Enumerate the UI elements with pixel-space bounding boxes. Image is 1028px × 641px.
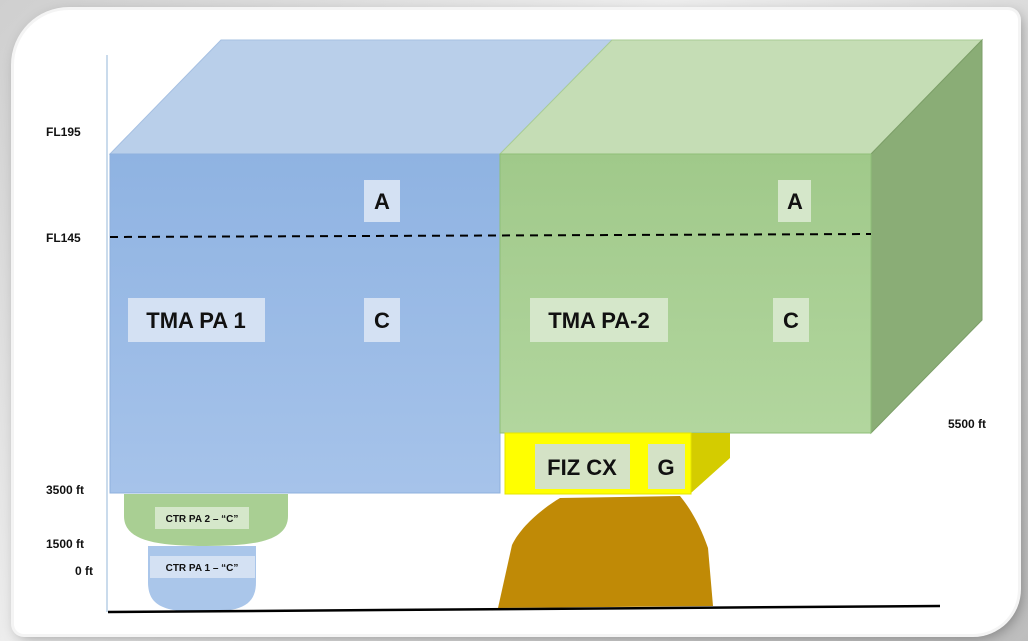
fiz-class: G	[657, 455, 674, 480]
tma2-class-a-bg	[778, 180, 811, 222]
tma1-class-a-bg	[364, 180, 400, 222]
tma2-class-c-bg	[773, 298, 809, 342]
altitude-label-fl195: FL195	[46, 125, 81, 139]
tma1-name: TMA PA 1	[146, 308, 245, 333]
ctr1-label-bg	[150, 556, 255, 578]
fiz-label-bg	[535, 444, 630, 489]
ctr1-shape	[148, 546, 256, 612]
tma1-class-c-bg	[364, 298, 400, 342]
fiz-name: FIZ CX	[547, 455, 617, 480]
terrain-mountain	[498, 496, 713, 608]
tma1-class-lower: C	[374, 308, 390, 333]
ctr1-label: CTR PA 1 – “C”	[166, 563, 239, 574]
altitude-label-0ft: 0 ft	[75, 564, 93, 578]
ctr2-label: CTR PA 2 – “C”	[166, 514, 239, 525]
altitude-label-3500ft: 3500 ft	[46, 483, 84, 497]
tma2-front-face	[499, 153, 872, 434]
tma2-class-lower: C	[783, 308, 799, 333]
ctr2-label-bg	[155, 507, 249, 529]
fl145-dashed-line	[109, 233, 872, 238]
altitude-label-fl145: FL145	[46, 231, 81, 245]
ground-line	[107, 604, 941, 614]
tma1-label-bg	[128, 298, 265, 342]
tma1-class-upper: A	[374, 189, 390, 214]
tma2-class-upper: A	[787, 189, 803, 214]
fiz-side-face	[691, 433, 730, 493]
fiz-class-bg	[648, 444, 685, 489]
tma2-label-bg	[530, 298, 668, 342]
altitude-label-5500ft: 5500 ft	[948, 417, 986, 431]
tma2-name: TMA PA-2	[548, 308, 649, 333]
altitude-label-1500ft: 1500 ft	[46, 537, 84, 551]
